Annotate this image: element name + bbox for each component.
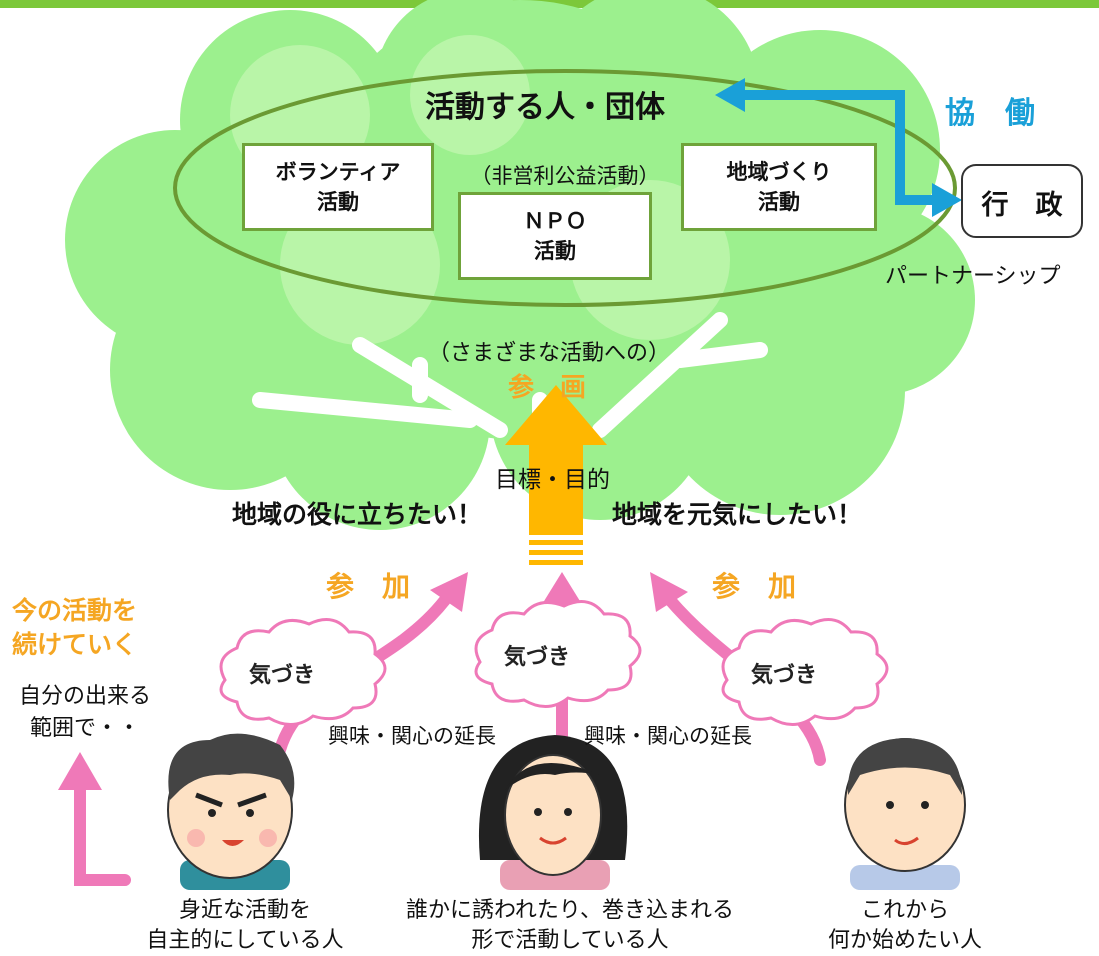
- person-right-line2: 何か始めたい人: [827, 928, 982, 953]
- kyodo-label: 協 働: [945, 96, 1035, 131]
- wish-right: 地域を元気にしたい！: [612, 500, 863, 529]
- chiiki-line2: 活動: [758, 190, 800, 214]
- groups-title: 活動する人・団体: [425, 90, 665, 125]
- own-range-line2: 範囲で・・: [29, 716, 140, 741]
- wish-left: 地域の役に立ちたい！: [232, 500, 483, 529]
- person-left-caption: 身近な活動を 自主的にしている人: [100, 896, 390, 956]
- person-center-caption: 誰かに誘われたり、巻き込まれる 形で活動している人: [380, 896, 760, 956]
- sankaku-arrow: [505, 385, 607, 565]
- kyodo-arrowhead-right: [932, 183, 962, 217]
- npo-note: （非営利公益活動）: [470, 164, 660, 188]
- npo-line1: ＮＰＯ: [523, 209, 587, 233]
- continue-line2: 続けていく: [12, 630, 138, 659]
- kyodo-arrowhead-left: [715, 78, 745, 112]
- continue-label: 今の活動を 続けていく: [12, 594, 137, 662]
- continue-line1: 今の活動を: [12, 596, 138, 625]
- person-left-illustration: [167, 733, 295, 890]
- gyosei-box: [961, 164, 1083, 238]
- partnership-label: パートナーシップ: [885, 264, 1061, 289]
- sanka-left: 参 加: [326, 570, 411, 603]
- own-range-label: 自分の出来る 範囲で・・: [10, 681, 160, 745]
- sankaku-label: 参 画: [508, 373, 587, 403]
- interest-right: 興味・関心の延長: [584, 724, 752, 748]
- volunteer-line2: 活動: [317, 190, 359, 214]
- person-center-line2: 形で活動している人: [471, 928, 669, 953]
- person-center-line1: 誰かに誘われたり、巻き込まれる: [405, 898, 735, 923]
- person-right-line1: これから: [860, 898, 949, 923]
- sanka-right: 参 加: [712, 570, 797, 603]
- person-left-line2: 自主的にしている人: [146, 928, 344, 953]
- npo-line2: 活動: [534, 239, 576, 263]
- kizuki-left: 気づき: [248, 663, 315, 688]
- kizuki-clouds: [219, 600, 889, 726]
- person-center-illustration: [478, 735, 628, 890]
- gyosei-label: 行 政: [981, 190, 1063, 221]
- volunteer-box: ボランティア 活動: [242, 143, 434, 231]
- participation-note: （さまざまな活動への）: [428, 341, 671, 366]
- person-right-illustration: [844, 738, 966, 890]
- pink-arrowheads: [58, 572, 688, 790]
- person-left-line1: 身近な活動を: [178, 898, 311, 923]
- goal-label: 目標・目的: [495, 467, 610, 493]
- person-right-caption: これから 何か始めたい人: [780, 896, 1030, 956]
- kizuki-center: 気づき: [503, 645, 570, 670]
- kyodo-arrow: [740, 90, 940, 205]
- groups-ellipse: [173, 69, 957, 307]
- npo-box: ＮＰＯ 活動: [458, 192, 652, 280]
- chiiki-box: 地域づくり 活動: [681, 143, 877, 231]
- chiiki-line1: 地域づくり: [726, 160, 832, 184]
- volunteer-line1: ボランティア: [275, 160, 401, 184]
- own-range-line1: 自分の出来る: [18, 684, 151, 709]
- kizuki-right: 気づき: [750, 663, 817, 688]
- interest-left: 興味・関心の延長: [328, 724, 496, 748]
